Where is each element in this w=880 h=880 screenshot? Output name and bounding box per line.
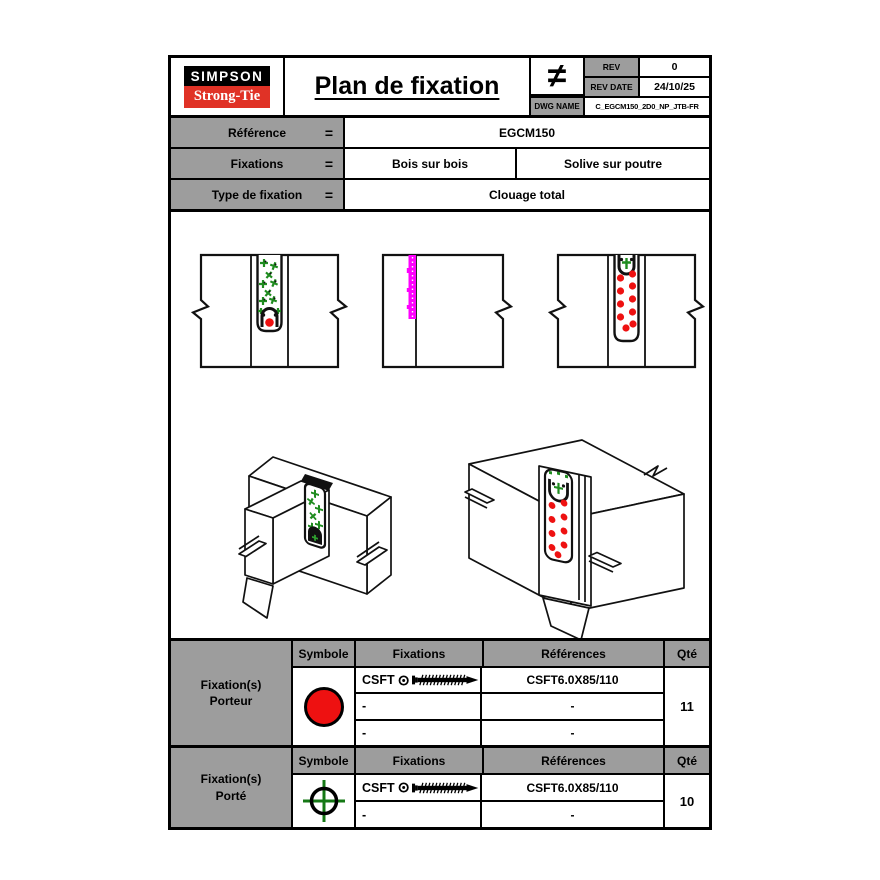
reference-value: - xyxy=(482,694,663,719)
red-nail-icon xyxy=(265,318,274,327)
table-row: - - xyxy=(356,802,663,827)
header-references: Références xyxy=(484,641,665,666)
drawing-area xyxy=(171,209,709,638)
fixations-row: Fixations = Bois sur bois Solive sur pou… xyxy=(171,149,709,180)
fixation-name: - xyxy=(362,699,367,714)
not-equal-icon: ≠ xyxy=(531,58,585,96)
crosshair-symbol-icon xyxy=(302,780,345,822)
dwg-name-value: C_EGCM150_2D0_NP_JTB-FR xyxy=(595,102,699,111)
title-block: SIMPSON Strong-Tie Plan de fixation ≠ RE… xyxy=(171,58,709,115)
header-references: Références xyxy=(484,748,665,773)
table-row: - - xyxy=(356,694,663,721)
table-row: CSFT xyxy=(356,668,663,695)
info-table: Référence = EGCM150 Fixations = Bois sur… xyxy=(171,115,709,209)
reference-value: EGCM150 xyxy=(345,118,709,147)
revision-block: ≠ REV 0 REV DATE 24/10/25 DWG NAME C_EGC… xyxy=(531,58,709,115)
drawing-sheet: SIMPSON Strong-Tie Plan de fixation ≠ RE… xyxy=(168,55,712,830)
isometric-view-green-nails-drawing xyxy=(238,456,392,619)
dwg-name-label: DWG NAME xyxy=(531,98,585,115)
reference-value: - xyxy=(482,720,663,745)
front-view-red-nails-drawing xyxy=(548,253,706,369)
equals-sign: = xyxy=(324,124,333,141)
symbol-cell-porte xyxy=(293,775,356,827)
reference-value: - xyxy=(482,802,663,827)
rev-date-value: 24/10/25 xyxy=(654,81,695,93)
fixation-name: CSFT xyxy=(362,780,395,795)
header-fixations: Fixations xyxy=(356,641,484,666)
group-label-porte: Fixation(s) Porté xyxy=(171,748,293,827)
reference-value: CSFT6.0X85/110 xyxy=(482,775,663,800)
fixation-name: CSFT xyxy=(362,673,395,688)
fixation-table-porte: Fixation(s) Porté Symbole Fixations Réfé… xyxy=(171,745,709,827)
screw-icon xyxy=(411,674,479,686)
screw-icon xyxy=(411,782,479,793)
group-label-porteur: Fixation(s) Porteur xyxy=(171,641,293,745)
logo-strongtie-text: Strong-Tie xyxy=(183,85,271,108)
header-fixations: Fixations xyxy=(356,748,484,773)
rev-value: 0 xyxy=(671,61,678,73)
green-nail-icon xyxy=(622,258,631,269)
type-fixation-label: Type de fixation xyxy=(211,187,303,202)
torx-head-icon xyxy=(398,782,409,793)
rev-label: REV xyxy=(585,58,640,76)
header-qte: Qté xyxy=(665,748,709,773)
equals-sign: = xyxy=(324,155,333,172)
fixation-table-porteur: Fixation(s) Porteur Symbole Fixations Ré… xyxy=(171,638,709,745)
side-view-glue-drawing xyxy=(381,253,514,369)
reference-label: Référence xyxy=(227,125,287,140)
isometric-view-red-nails-drawing xyxy=(464,439,685,638)
type-fixation-value: Clouage total xyxy=(345,180,709,209)
equals-sign: = xyxy=(324,186,333,203)
logo: SIMPSON Strong-Tie xyxy=(171,58,285,115)
table-row: - - xyxy=(356,720,663,745)
header-qte: Qté xyxy=(665,641,709,666)
fixations-value-1: Bois sur bois xyxy=(345,149,517,178)
fixation-name: - xyxy=(362,807,367,822)
table-header-row: Symbole Fixations Références Qté xyxy=(293,641,709,668)
red-nail-icons xyxy=(548,499,568,559)
torx-head-icon xyxy=(398,675,409,686)
type-fixation-row: Type de fixation = Clouage total xyxy=(171,180,709,209)
green-nail-specks xyxy=(549,470,568,479)
red-circle-symbol-icon xyxy=(303,686,344,727)
title-cell: Plan de fixation xyxy=(285,58,531,115)
magenta-glue-strip xyxy=(408,255,416,319)
header-symbole: Symbole xyxy=(293,748,356,773)
header-symbole: Symbole xyxy=(293,641,356,666)
front-view-green-nails-drawing xyxy=(191,253,349,369)
rev-date-label: REV DATE xyxy=(585,78,640,96)
table-header-row: Symbole Fixations Références Qté xyxy=(293,748,709,775)
qty-value-porteur: 11 xyxy=(663,668,709,745)
red-nail-icons xyxy=(616,270,637,332)
fixations-label: Fixations xyxy=(230,156,284,171)
logo-simpson-text: SIMPSON xyxy=(183,65,271,86)
dwg-name-row: DWG NAME C_EGCM150_2D0_NP_JTB-FR xyxy=(531,96,709,115)
qty-value-porte: 10 xyxy=(663,775,709,827)
reference-row: Référence = EGCM150 xyxy=(171,118,709,149)
fixations-value-2: Solive sur poutre xyxy=(517,149,709,178)
rev-row: REV 0 xyxy=(585,58,709,78)
fixation-name: - xyxy=(362,725,367,740)
page-title: Plan de fixation xyxy=(314,72,500,100)
reference-value: CSFT6.0X85/110 xyxy=(482,668,663,693)
symbol-cell-porteur xyxy=(293,668,356,745)
hanger-top-flange xyxy=(301,474,333,490)
rev-date-row: REV DATE 24/10/25 xyxy=(585,78,709,96)
table-row: CSFT xyxy=(356,775,663,802)
